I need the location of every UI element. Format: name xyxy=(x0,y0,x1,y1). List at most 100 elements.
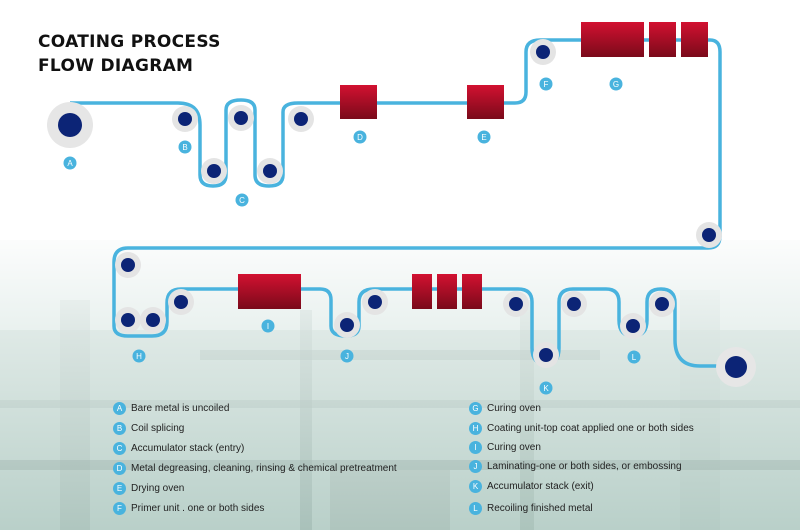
badge-circle xyxy=(627,350,641,364)
roller xyxy=(649,291,675,317)
badge-circle xyxy=(132,349,146,363)
badge-letter: H xyxy=(136,352,142,361)
roller-core xyxy=(294,112,308,126)
station-badge-c: C xyxy=(235,193,249,207)
legend-badge: I xyxy=(469,441,482,454)
diagram-title: COATING PROCESS FLOW DIAGRAM xyxy=(38,30,221,78)
roller-core xyxy=(702,228,716,242)
oven-d xyxy=(340,85,377,119)
legend-text: Drying oven xyxy=(131,483,185,494)
badge-circle xyxy=(353,130,367,144)
badge-circle xyxy=(340,349,354,363)
roller-core xyxy=(536,45,550,59)
roller-core xyxy=(121,313,135,327)
roller-core xyxy=(655,297,669,311)
badge-letter: I xyxy=(267,322,269,331)
oven-g-2 xyxy=(649,22,676,57)
legend-text: Curing oven xyxy=(487,403,541,414)
legend-text: Coating unit-top coat applied one or bot… xyxy=(487,423,694,434)
roller xyxy=(533,342,559,368)
roller-core xyxy=(509,297,523,311)
station-badge-l: L xyxy=(627,350,641,364)
oven-e xyxy=(467,85,504,119)
badge-letter: G xyxy=(613,80,619,89)
unit-h-1 xyxy=(412,274,432,309)
badge-circle xyxy=(539,381,553,395)
roller xyxy=(503,291,529,317)
legend-text: Primer unit . one or both sides xyxy=(131,503,265,514)
unit-h-3 xyxy=(462,274,482,309)
roller-core xyxy=(234,111,248,125)
legend-text: Curing oven xyxy=(487,442,541,453)
badge-letter: B xyxy=(182,143,187,152)
legend-text: Accumulator stack (entry) xyxy=(131,443,245,454)
unit-h-2 xyxy=(437,274,457,309)
metal-strip-path xyxy=(70,38,736,368)
legend-text: Bare metal is uncoiled xyxy=(131,403,230,414)
badge-circle xyxy=(178,140,192,154)
roller xyxy=(172,106,198,132)
badge-letter: K xyxy=(543,384,549,393)
roller xyxy=(620,313,646,339)
station-badges: A B C D E F G H I J K L xyxy=(63,77,641,395)
legend-text: Coil splicing xyxy=(131,423,185,434)
station-badge-d: D xyxy=(353,130,367,144)
legend-badge: E xyxy=(113,482,126,495)
legend-right: G Curing oven H Coating unit-top coat ap… xyxy=(469,402,769,522)
station-badge-j: J xyxy=(340,349,354,363)
roller xyxy=(696,222,722,248)
badge-letter: J xyxy=(345,352,349,361)
station-badge-g: G xyxy=(609,77,623,91)
roller-core xyxy=(178,112,192,126)
roller-core xyxy=(340,318,354,332)
legend-badge: K xyxy=(469,480,482,493)
roller-core xyxy=(146,313,160,327)
legend-text: Laminating-one or both sides, or embossi… xyxy=(487,461,682,472)
station-badge-e: E xyxy=(477,130,491,144)
badge-circle xyxy=(609,77,623,91)
rollers xyxy=(115,39,722,368)
legend-badge: L xyxy=(469,502,482,515)
roller xyxy=(115,307,141,333)
roller xyxy=(168,289,194,315)
legend-text: Metal degreasing, cleaning, rinsing & ch… xyxy=(131,463,397,474)
station-badge-b: B xyxy=(178,140,192,154)
legend-text: Accumulator stack (exit) xyxy=(487,481,594,492)
roller xyxy=(115,252,141,278)
roller xyxy=(257,158,283,184)
station-badge-f: F xyxy=(539,77,553,91)
station-badge-h: H xyxy=(132,349,146,363)
badge-circle xyxy=(261,319,275,333)
roller xyxy=(288,106,314,132)
roller xyxy=(362,289,388,315)
recoiler-coil xyxy=(716,347,756,387)
roller xyxy=(334,312,360,338)
legend-badge: B xyxy=(113,422,126,435)
legend-badge: A xyxy=(113,402,126,415)
roller-core xyxy=(539,348,553,362)
roller xyxy=(530,39,556,65)
badge-letter: C xyxy=(239,196,245,205)
badge-circle xyxy=(235,193,249,207)
roller-core xyxy=(207,164,221,178)
legend-text: Recoiling finished metal xyxy=(487,503,593,514)
roller xyxy=(140,307,166,333)
legend-left: A Bare metal is uncoiled B Coil splicing… xyxy=(113,402,453,522)
badge-circle xyxy=(477,130,491,144)
roller-core xyxy=(263,164,277,178)
badge-letter: A xyxy=(67,159,73,168)
station-badge-a: A xyxy=(63,156,77,170)
title-line-2: FLOW DIAGRAM xyxy=(38,56,194,76)
badge-letter: F xyxy=(544,80,549,89)
badge-letter: E xyxy=(481,133,486,142)
station-badge-i: I xyxy=(261,319,275,333)
roller xyxy=(201,158,227,184)
oven-g-3 xyxy=(681,22,708,57)
badge-circle xyxy=(63,156,77,170)
roller-core xyxy=(174,295,188,309)
legend-badge: F xyxy=(113,502,126,515)
roller xyxy=(228,105,254,131)
roller-core xyxy=(567,297,581,311)
legend-badge: C xyxy=(113,442,126,455)
